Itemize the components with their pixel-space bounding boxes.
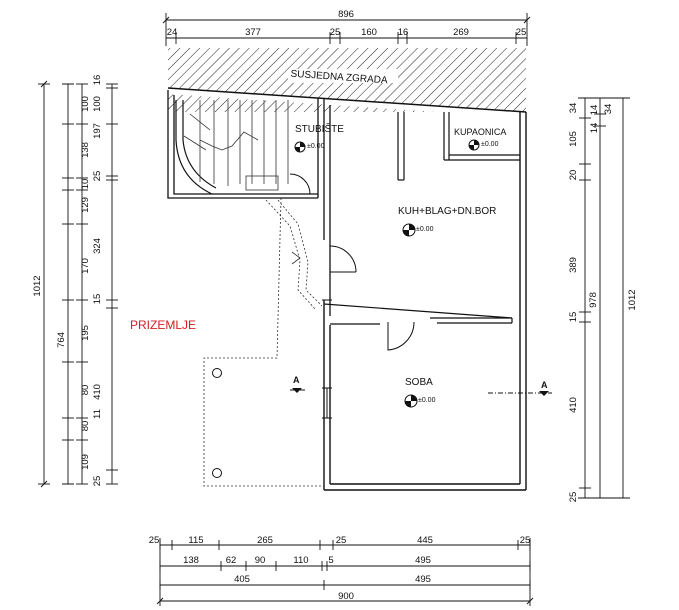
dim-bottom-r1-3: 265 — [257, 535, 273, 546]
dim-left-a-5: 170 — [80, 258, 91, 274]
dim-left-b-2: 100 — [92, 96, 103, 112]
dim-right-a-1: 34 — [568, 103, 579, 114]
left-chain-b-labels: 16 100 197 25 324 15 410 11 25 — [92, 75, 103, 487]
dim-left-outer: 1012 — [32, 275, 43, 296]
dim-top-seg-1: 24 — [167, 27, 178, 38]
staircase — [183, 100, 289, 191]
dim-bottom-r1-5: 445 — [417, 535, 433, 546]
dim-left-b-1: 16 — [92, 75, 103, 86]
bottom-chain-ticks — [159, 540, 531, 590]
dim-left-a-3: 10 — [80, 179, 91, 190]
left-chain-a-labels: 100 138 10 129 170 195 80 80 109 — [80, 96, 91, 470]
dim-left-a-2: 138 — [80, 142, 91, 158]
dim-left-b-7: 410 — [92, 384, 103, 400]
terrace-post-2 — [212, 468, 222, 478]
dim-left-a-9: 109 — [80, 454, 91, 470]
building-outline — [167, 90, 527, 491]
left-chain-ticks — [62, 83, 118, 485]
left-dimension-lines — [38, 80, 113, 488]
svg-text:A: A — [293, 375, 300, 385]
dim-left-b-8: 11 — [92, 409, 103, 419]
dim-bottom-total: 900 — [338, 591, 354, 602]
dim-top-seg-4: 160 — [361, 27, 377, 38]
dim-right-outer: 1012 — [627, 289, 638, 310]
room-label-kitchen: KUH+BLAG+DN.BOR — [398, 206, 496, 217]
dim-left-b-5: 324 — [92, 238, 103, 254]
dim-right-a-2: 105 — [568, 131, 579, 147]
level-marker-kitchen: ±0.00 — [402, 223, 434, 237]
dim-right-a-5: 15 — [568, 312, 579, 323]
window-left — [322, 387, 332, 419]
dim-top-seg-3: 25 — [330, 27, 341, 38]
dim-left-a-8: 80 — [80, 421, 91, 432]
dim-bottom-r2-6: 495 — [415, 555, 431, 566]
dim-left-b-6: 15 — [92, 294, 103, 305]
dim-top-seg-2: 377 — [245, 27, 261, 38]
level-marker-room: ±0.00 — [404, 394, 436, 408]
dim-left-mid: 764 — [56, 332, 67, 348]
dim-bottom-r2-1: 138 — [183, 555, 199, 566]
room-label-stairs: STUBIŠTE — [295, 122, 344, 135]
dim-left-a-4: 129 — [80, 197, 91, 213]
dim-bottom-r2-3: 90 — [255, 555, 266, 566]
dim-bottom-r1-4: 25 — [336, 535, 347, 546]
dim-left-a-1: 100 — [80, 96, 91, 112]
section-marker-left: A — [290, 375, 306, 393]
dim-right-b-1: 14 — [589, 123, 600, 134]
dim-right-b-2: 978 — [588, 292, 599, 308]
dim-right-a-4: 389 — [568, 257, 579, 273]
level-marker-bathroom: ±0.00 — [468, 139, 499, 151]
dim-left-b-4: 25 — [92, 171, 103, 182]
dim-top-seg-7: 25 — [516, 27, 527, 38]
dim-left-b-9: 25 — [92, 476, 103, 487]
room-label-bathroom: KUPAONICA — [454, 127, 506, 137]
dim-bottom-r1-6: 25 — [520, 535, 531, 546]
doors — [289, 173, 415, 351]
room-label-room: SOBA — [405, 377, 433, 388]
level-marker-stairs: ±0.00 — [294, 141, 325, 153]
dim-top-seg-6: 269 — [453, 27, 469, 38]
dim-bottom-r3-2: 495 — [415, 574, 431, 585]
svg-text:±0.00: ±0.00 — [418, 397, 436, 404]
dim-bottom-r1-2: 115 — [188, 535, 203, 546]
dim-right-small-1: 34 — [603, 104, 614, 115]
svg-text:±0.00: ±0.00 — [481, 141, 499, 148]
dim-left-a-6: 195 — [80, 325, 91, 341]
top-dimension-chain — [162, 13, 531, 46]
neighbor-wall-fill — [168, 88, 526, 118]
svg-text:A: A — [541, 380, 548, 390]
dim-bottom-r2-4: 110 — [293, 555, 308, 566]
bottom-chain-labels: 25 115 265 25 445 25 138 62 90 110 5 495 405 495 900 — [149, 535, 531, 602]
dim-bottom-r1-1: 25 — [149, 535, 160, 546]
dim-left-b-3: 197 — [92, 123, 103, 139]
dim-top-seg-5: 16 — [398, 27, 409, 38]
dim-right-a-6: 410 — [568, 397, 579, 413]
drawing-title: PRIZEMLJE — [130, 318, 196, 332]
section-marker-right: A — [488, 380, 552, 396]
svg-text:±0.00: ±0.00 — [416, 226, 434, 233]
terrace-outline — [203, 197, 324, 487]
dim-bottom-r2-5: 5 — [328, 555, 333, 566]
svg-text:±0.00: ±0.00 — [307, 143, 325, 150]
dim-bottom-r3-1: 405 — [234, 574, 250, 585]
dim-right-small-2: 14 — [589, 105, 600, 116]
dim-left-a-7: 80 — [80, 385, 91, 396]
right-dimension-lines — [578, 97, 630, 499]
dim-bottom-r2-2: 62 — [226, 555, 237, 566]
dim-right-a-3: 20 — [568, 170, 579, 181]
dim-right-a-7: 25 — [568, 492, 579, 503]
terrace-post-1 — [212, 368, 222, 378]
dim-top-total: 896 — [338, 9, 354, 20]
